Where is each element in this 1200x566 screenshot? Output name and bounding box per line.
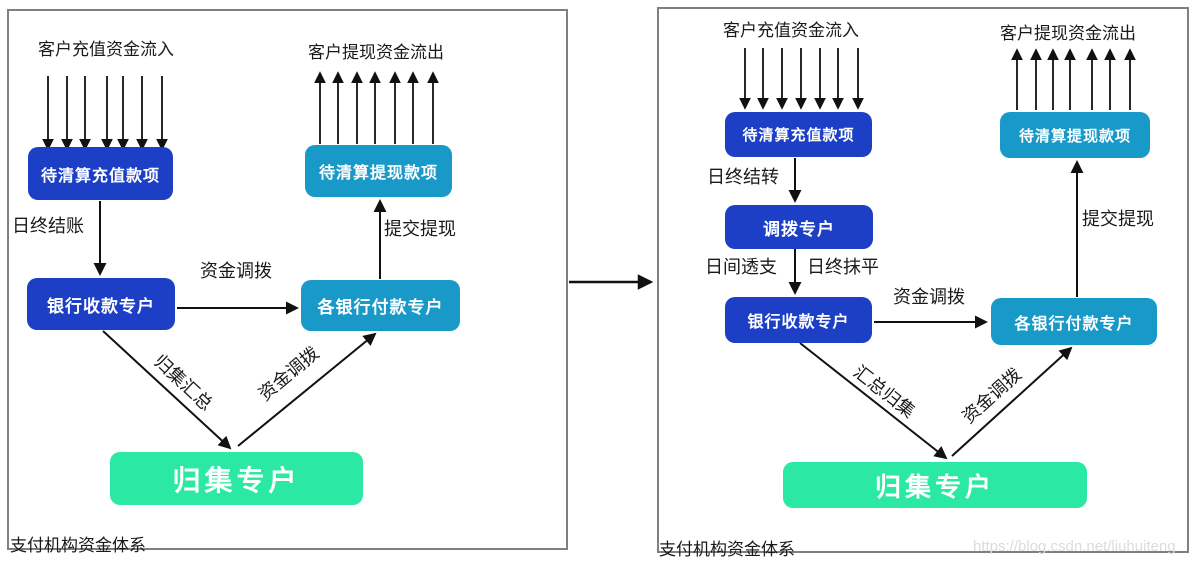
- right-label-fund-transfer: 资金调拨: [893, 287, 965, 307]
- right-withdraw-outflow-title: 客户提现资金流出: [1000, 24, 1136, 43]
- right-frame-caption: 支付机构资金体系: [659, 540, 795, 559]
- right-label-intraday-overdraft: 日间透支: [705, 257, 777, 277]
- left-box-bank-pay: 各银行付款专户: [301, 280, 460, 331]
- right-label-day-end-flatten: 日终抹平: [807, 257, 879, 277]
- right-label-day-end-carryover: 日终结转: [707, 167, 779, 187]
- left-frame-caption: 支付机构资金体系: [10, 536, 146, 555]
- watermark-url: https://blog.csdn.net/liuhuiteng: [973, 538, 1176, 555]
- right-box-bank-receive: 银行收款专户: [725, 297, 872, 343]
- left-withdraw-outflow-title: 客户提现资金流出: [308, 43, 444, 62]
- right-box-pending-withdraw: 待清算提现款项: [1000, 112, 1150, 158]
- right-box-transfer-account: 调拨专户: [725, 205, 873, 249]
- left-box-collection: 归集专户: [110, 452, 363, 505]
- left-label-submit-withdraw: 提交提现: [384, 219, 456, 239]
- left-label-fund-transfer: 资金调拨: [200, 261, 272, 281]
- left-box-pending-recharge: 待清算充值款项: [28, 147, 173, 200]
- left-label-day-end-settle: 日终结账: [12, 216, 84, 236]
- right-box-collection: 归集专户: [783, 462, 1087, 508]
- right-deposit-inflow-title: 客户充值资金流入: [723, 21, 859, 40]
- left-deposit-inflow-title: 客户充值资金流入: [38, 40, 174, 59]
- right-box-bank-pay: 各银行付款专户: [991, 298, 1157, 345]
- left-box-bank-receive: 银行收款专户: [27, 278, 175, 330]
- right-box-pending-recharge: 待清算充值款项: [725, 112, 872, 157]
- right-label-submit-withdraw: 提交提现: [1082, 209, 1154, 229]
- left-box-pending-withdraw: 待清算提现款项: [305, 145, 452, 197]
